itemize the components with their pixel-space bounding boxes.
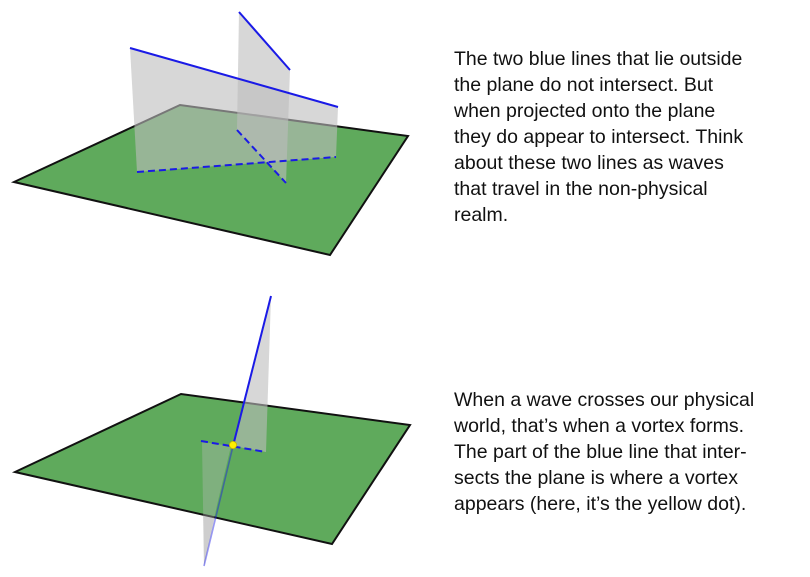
caption-vortex: When a wave crosses our physical world, …: [454, 387, 806, 517]
caption-line: they do appear to intersect. Think: [454, 126, 744, 148]
projected-line-1: [136, 156, 337, 173]
blue-wave-lower: [203, 445, 234, 567]
caption-line: the plane do not intersect. But: [454, 74, 714, 96]
caption-line: When a wave crosses our physical: [454, 389, 755, 411]
sheet-below-plane-through: [202, 442, 231, 566]
caption-line: The part of the blue line that inter-: [454, 441, 747, 463]
caption-line: sects the plane is where a vortex: [454, 467, 738, 489]
caption-line: The two blue lines that lie outside: [454, 48, 743, 70]
figure-vortex: [11, 295, 412, 567]
caption-line: about these two lines as waves: [454, 152, 724, 174]
caption-line: that travel in the non-physical: [454, 178, 708, 200]
vortex-dot: [228, 440, 237, 449]
caption-line: when projected onto the plane: [454, 100, 716, 122]
blue-line-1: [129, 47, 339, 108]
caption-line: appears (here, it’s the yellow dot).: [454, 493, 747, 515]
figure-skew-lines: [10, 11, 410, 257]
projection-sheet-1: [130, 48, 338, 172]
caption-skew-lines: The two blue lines that lie outside the …: [454, 46, 804, 228]
caption-line: world, that’s when a vortex forms.: [454, 415, 745, 437]
green-plane-2: [11, 392, 412, 546]
blue-wave-upper: [232, 295, 272, 447]
projected-line-2: [236, 129, 287, 184]
blue-line-2: [238, 11, 291, 71]
caption-line: realm.: [454, 204, 509, 226]
projection-sheet-2: [237, 12, 290, 183]
